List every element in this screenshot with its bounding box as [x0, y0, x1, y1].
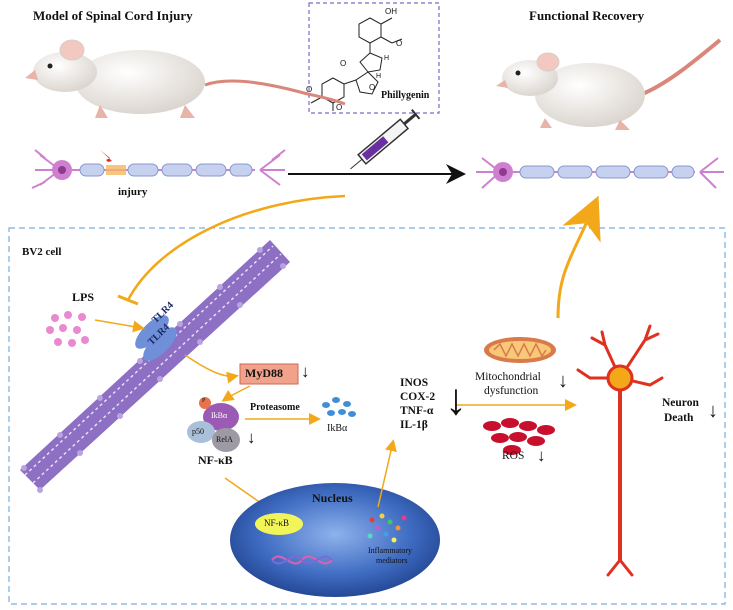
- atom-oh: OH: [385, 7, 397, 16]
- ros-label: ROS: [502, 450, 525, 462]
- ros-particles: [483, 418, 555, 455]
- myd88-box: [239, 363, 299, 385]
- complex-down-arrow: ↓: [247, 428, 256, 447]
- mediator-dots: [367, 513, 407, 543]
- rat-injured: [25, 39, 346, 118]
- mitochondrion-icon: [484, 337, 556, 363]
- complex-ikba: IkBα: [211, 411, 228, 420]
- nfkb-in-nucleus: [255, 513, 303, 535]
- mediators-line1: Inflammatory: [368, 546, 412, 555]
- complex-rela: RelA: [216, 435, 233, 444]
- proteasome-label: Proteasome: [250, 402, 300, 413]
- ikba-fragments: [322, 397, 356, 417]
- cytokine-tnfa: TNF-α: [400, 405, 434, 417]
- nfkb-label: NF-κB: [198, 453, 233, 467]
- bv2-cell-title: BV2 cell: [22, 246, 62, 258]
- atom-o5: O: [336, 103, 342, 112]
- lps-particles: [46, 311, 89, 347]
- recovery-curve: [556, 195, 601, 319]
- recovery-title: Functional Recovery: [529, 8, 645, 23]
- nucleus: [230, 483, 440, 597]
- nucleus-nfkb: NF-κB: [264, 518, 290, 528]
- atom-o4: O: [306, 85, 312, 94]
- neuron-down-arrow: ↓: [708, 400, 718, 422]
- atom-o3: O: [369, 83, 375, 92]
- model-title: Model of Spinal Cord Injury: [33, 8, 193, 23]
- neuron-death-icon: [576, 324, 664, 577]
- tlr4-receptor: [135, 315, 177, 361]
- rat-recovered: [496, 38, 722, 130]
- atom-h2: H: [376, 73, 381, 80]
- compound-box: [308, 2, 440, 114]
- mito-line2: dysfunction: [484, 385, 539, 397]
- nfkb-complex: [187, 397, 240, 452]
- cytokine-inos: INOS: [400, 377, 429, 389]
- lps-label: LPS: [72, 290, 95, 304]
- neuron-line1: Neuron: [662, 397, 699, 409]
- atom-h1: H: [384, 55, 389, 62]
- cytokine-cox2: COX-2: [400, 391, 436, 403]
- neuron-recovered: [476, 157, 724, 189]
- complex-p50: p50: [192, 427, 204, 436]
- injury-label: injury: [118, 186, 148, 198]
- atom-o1: O: [396, 39, 402, 48]
- mito-down-arrow: ↓: [558, 370, 568, 392]
- neuron-injured: [31, 149, 286, 189]
- nucleus-title: Nucleus: [312, 491, 353, 505]
- ros-down-arrow: ↓: [537, 446, 546, 465]
- mediators-line2: mediators: [376, 556, 408, 565]
- myd88-label: MyD88: [245, 366, 283, 380]
- cytokine-down-arrow: ↓: [445, 375, 467, 424]
- compound-name: Phillygenin: [381, 90, 430, 101]
- syringe-icon: [350, 109, 421, 170]
- ikba-free-label: IkBα: [327, 423, 348, 434]
- complex-p: P: [202, 398, 206, 404]
- cytokine-list: INOS COX-2 TNF-α IL-1β: [400, 376, 435, 432]
- cytokine-il1b: IL-1β: [400, 419, 428, 431]
- mito-line1: Mitochondrial: [475, 371, 541, 383]
- bv2-cell-box: [8, 227, 726, 605]
- atom-o2: O: [340, 59, 346, 68]
- inhibition-curve: [126, 194, 346, 301]
- neuron-line2: Death: [664, 412, 694, 424]
- myd88-down-arrow: ↓: [301, 362, 310, 381]
